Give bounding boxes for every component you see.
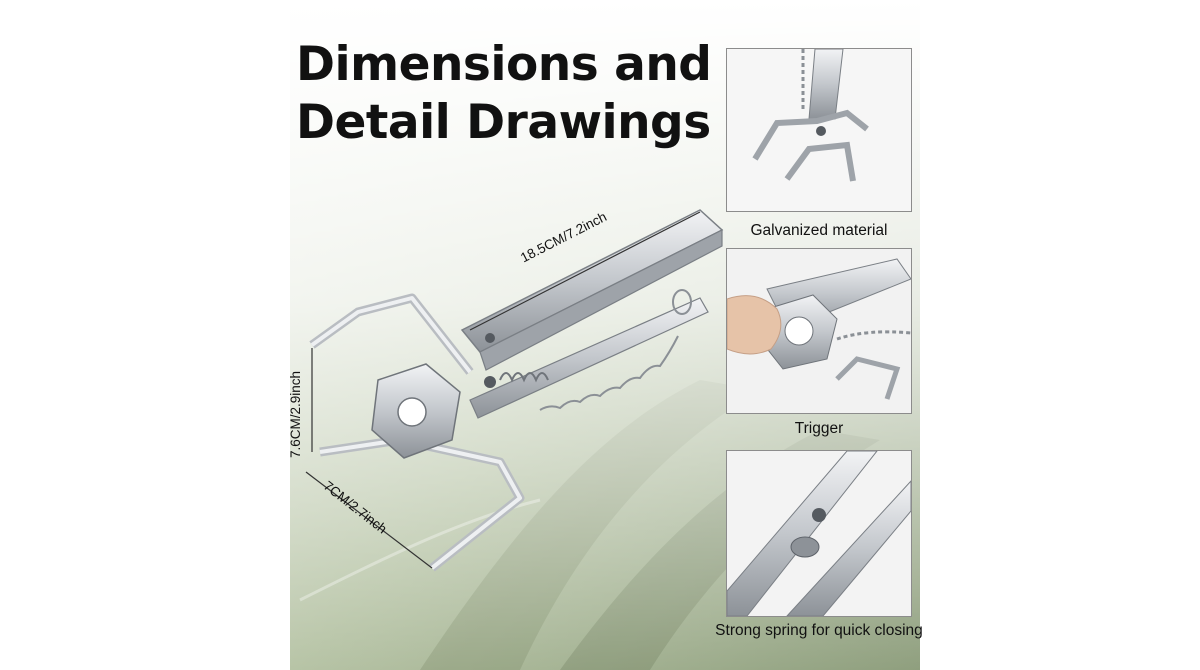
title-line-1: Dimensions and: [296, 37, 712, 92]
title-line-2: Detail Drawings: [296, 95, 711, 150]
detail-panel-galvanized: [726, 48, 912, 212]
page-title: Dimensions and Detail Drawings: [296, 36, 726, 152]
height-dimension-label: 7.6CM/2.9inch: [288, 370, 303, 458]
galvanized-detail-image: [727, 49, 911, 211]
trigger-detail-image: [727, 249, 911, 413]
detail-caption-spring: Strong spring for quick closing: [715, 622, 923, 639]
spring-detail-image: [727, 451, 911, 616]
detail-panel-spring: [726, 450, 912, 617]
detail-caption-galvanized: Galvanized material: [750, 222, 888, 239]
trap-illustration: [309, 209, 724, 572]
dimension-lines: [305, 211, 701, 569]
detail-caption-trigger: Trigger: [794, 420, 844, 437]
detail-panel-trigger: [726, 248, 912, 414]
